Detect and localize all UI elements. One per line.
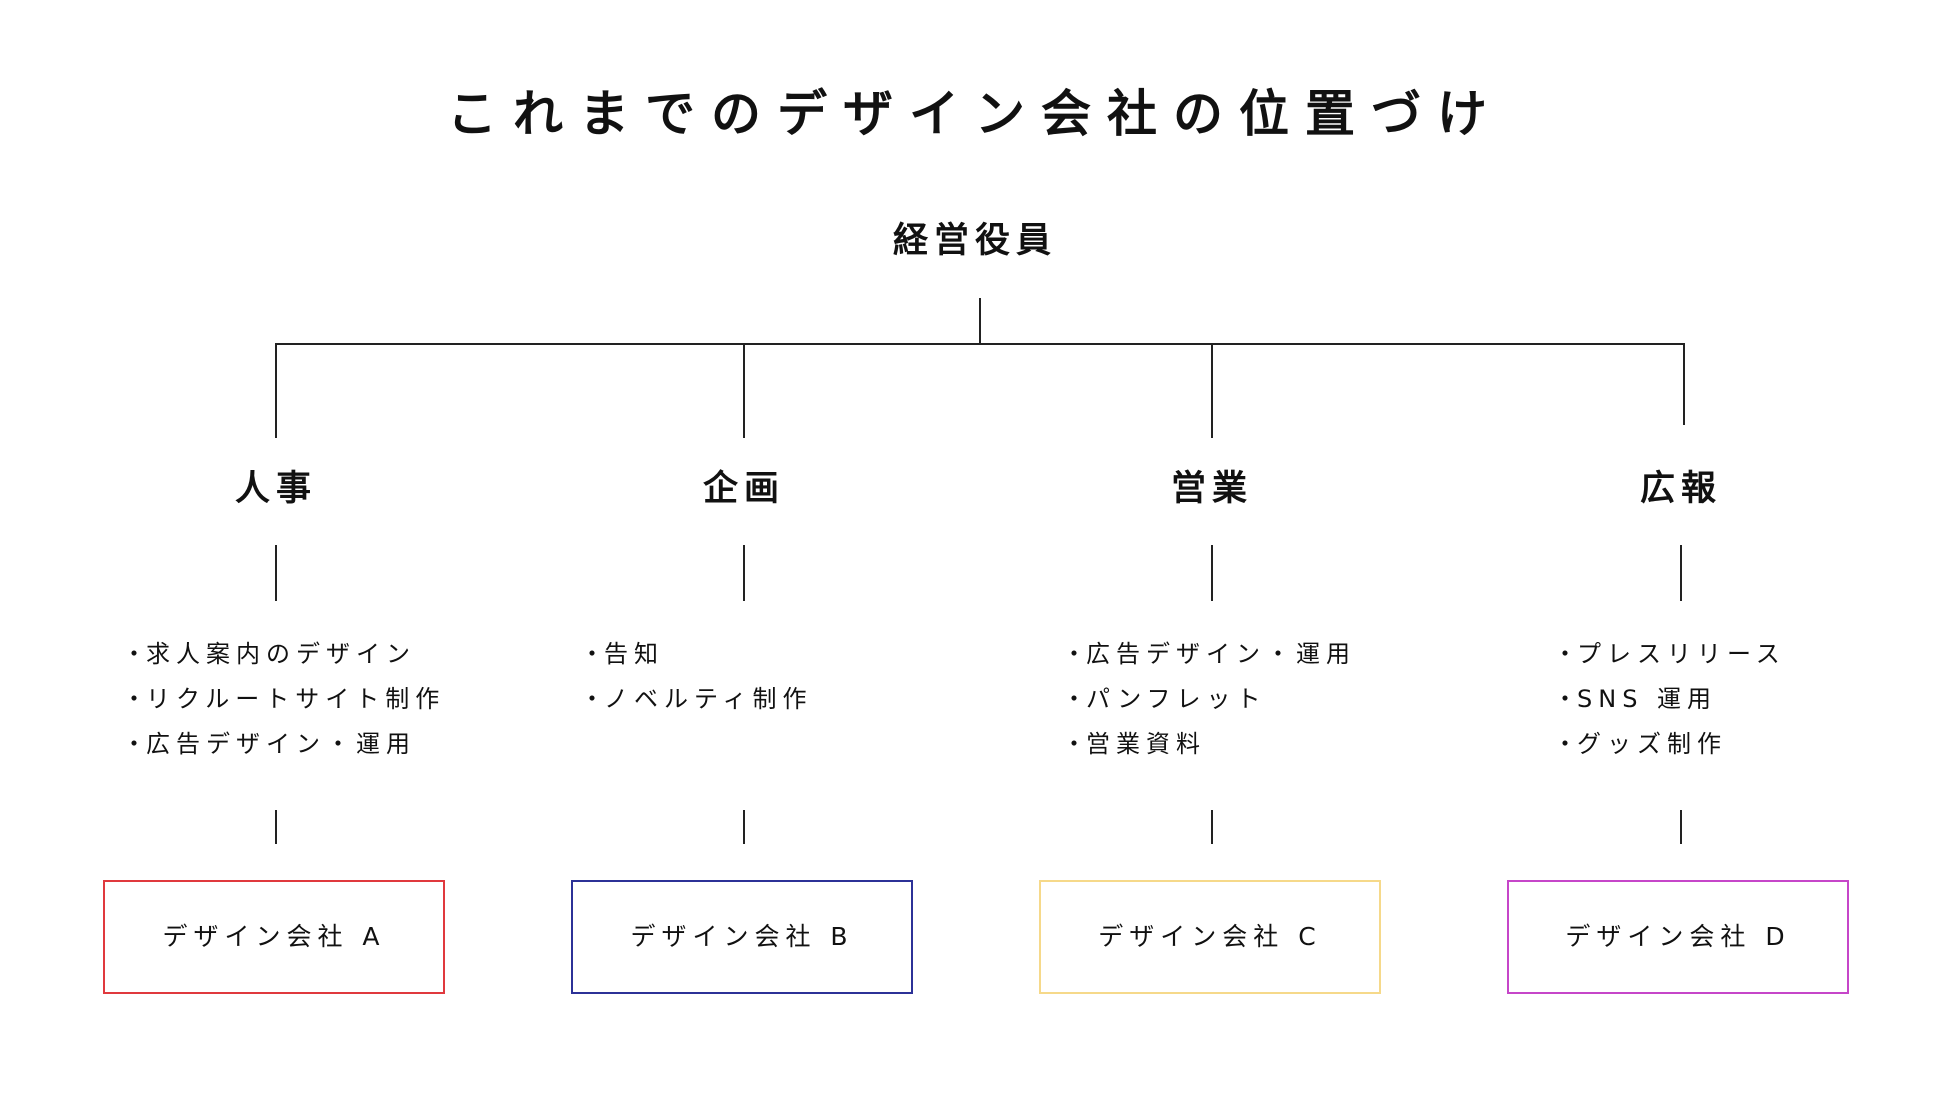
company-box-a: デザイン会社 A [103, 880, 445, 994]
dept-to-tasks-line [275, 545, 277, 601]
task-label: パンフレット [1086, 685, 1267, 713]
tasks-to-company-line [275, 810, 277, 844]
company-box-b: デザイン会社 B [571, 880, 913, 994]
horizontal-branch-line [275, 343, 1685, 345]
bullet: ・ [122, 730, 152, 758]
task-label: SNS 運用 [1577, 685, 1718, 713]
company-label: デザイン会社 A [162, 922, 386, 951]
root-stem-line [979, 298, 981, 344]
bullet: ・ [1553, 685, 1583, 713]
branch-drop-line [1683, 343, 1685, 425]
bullet: ・ [1062, 640, 1092, 668]
company-label: デザイン会社 B [630, 922, 854, 951]
tasks-to-company-line [743, 810, 745, 844]
list-item: ・告知 [580, 632, 813, 677]
list-item: ・リクルートサイト制作 [122, 677, 445, 722]
tasks-to-company-line [1211, 810, 1213, 844]
bullet: ・ [122, 640, 152, 668]
list-item: ・営業資料 [1062, 722, 1356, 767]
bullet: ・ [580, 685, 610, 713]
department-hr: 人事 [234, 469, 317, 509]
list-item: ・広告デザイン・運用 [1062, 632, 1356, 677]
department-pr: 広報 [1639, 469, 1722, 509]
list-item: ・ノベルティ制作 [580, 677, 813, 722]
list-item: ・求人案内のデザイン [122, 632, 445, 677]
dept-to-tasks-line [743, 545, 745, 601]
company-box-c: デザイン会社 C [1039, 880, 1381, 994]
list-item: ・プレスリリース [1553, 632, 1786, 677]
task-list-pr: ・プレスリリース ・SNS 運用 ・グッズ制作 [1553, 632, 1786, 767]
branch-drop-line [743, 343, 745, 438]
list-item: ・SNS 運用 [1553, 677, 1786, 722]
task-label: 広告デザイン・運用 [146, 730, 416, 758]
company-label: デザイン会社 C [1098, 922, 1322, 951]
list-item: ・グッズ制作 [1553, 722, 1786, 767]
root-node-executives: 経営役員 [892, 221, 1057, 261]
task-label: 広告デザイン・運用 [1086, 640, 1356, 668]
company-label: デザイン会社 D [1565, 922, 1791, 951]
task-list-planning: ・告知 ・ノベルティ制作 [580, 632, 813, 722]
bullet: ・ [122, 685, 152, 713]
branch-drop-line [275, 343, 277, 438]
task-label: グッズ制作 [1577, 730, 1727, 758]
tasks-to-company-line [1680, 810, 1682, 844]
department-planning: 企画 [702, 469, 785, 509]
bullet: ・ [580, 640, 610, 668]
task-label: 営業資料 [1086, 730, 1206, 758]
task-label: 告知 [604, 640, 664, 668]
task-label: ノベルティ制作 [604, 685, 813, 713]
task-label: リクルートサイト制作 [146, 685, 446, 713]
department-sales: 営業 [1170, 469, 1253, 509]
list-item: ・広告デザイン・運用 [122, 722, 445, 767]
bullet: ・ [1062, 685, 1092, 713]
dept-to-tasks-line [1680, 545, 1682, 601]
task-list-sales: ・広告デザイン・運用 ・パンフレット ・営業資料 [1062, 632, 1356, 767]
task-list-hr: ・求人案内のデザイン ・リクルートサイト制作 ・広告デザイン・運用 [122, 632, 445, 767]
list-item: ・パンフレット [1062, 677, 1356, 722]
dept-to-tasks-line [1211, 545, 1213, 601]
branch-drop-line [1211, 343, 1213, 438]
task-label: プレスリリース [1577, 640, 1786, 668]
bullet: ・ [1553, 730, 1583, 758]
bullet: ・ [1062, 730, 1092, 758]
task-label: 求人案内のデザイン [146, 640, 416, 668]
page-title: これまでのデザイン会社の位置づけ [447, 85, 1503, 143]
company-box-d: デザイン会社 D [1507, 880, 1849, 994]
bullet: ・ [1553, 640, 1583, 668]
